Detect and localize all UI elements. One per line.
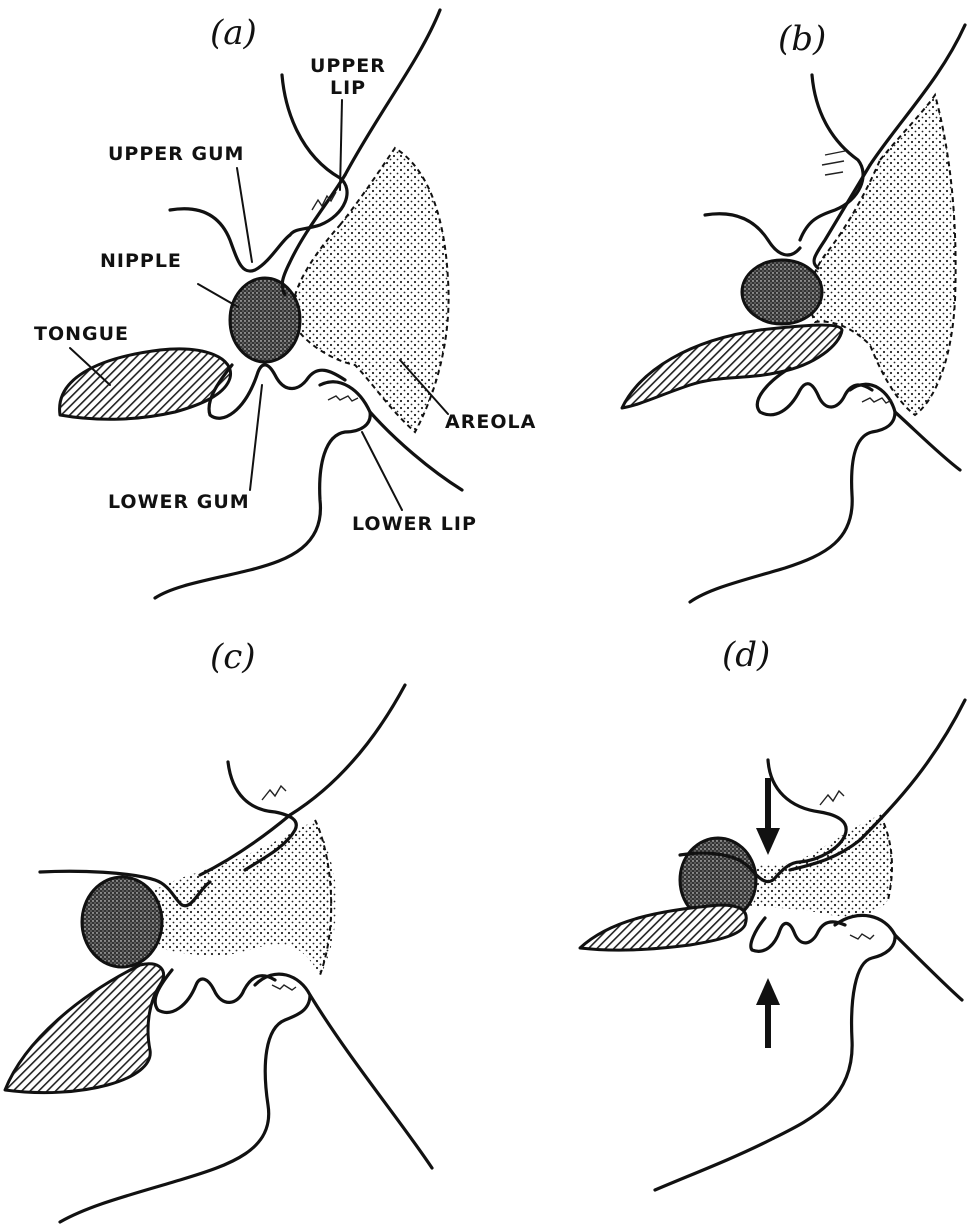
upper-lip-marks-b xyxy=(822,151,845,175)
lower-lip-leader xyxy=(362,432,402,510)
panel-b: (b) xyxy=(622,19,965,602)
upper-face-outline-c xyxy=(290,685,405,815)
lower-lip-marks-c xyxy=(272,985,296,990)
lower-gum-leader xyxy=(250,385,262,490)
upper-gum-label: UPPER GUM xyxy=(108,143,244,165)
upper-gum-outline-b xyxy=(705,214,800,255)
panel-letter-a: (a) xyxy=(210,13,257,53)
chin-breast-line-c xyxy=(310,995,432,1168)
panel-d: (d) xyxy=(580,635,965,1190)
upper-lip-marks-c xyxy=(262,786,286,800)
upper-lip-label-line2: LIP xyxy=(330,77,366,99)
upper-lip-marks-d xyxy=(820,791,844,805)
nipple-c xyxy=(82,877,162,967)
panel-c: (c) xyxy=(5,637,432,1222)
panel-letter-c: (c) xyxy=(210,637,256,677)
chin-breast-line-b xyxy=(895,412,960,470)
chin-breast-line-d xyxy=(895,935,962,1000)
lower-lip-outline-a xyxy=(155,382,370,598)
panel-a: (a) UPPER LIP UPPER GUM NIPPLE TONGUE AR… xyxy=(34,10,536,598)
upper-gum-outline-a xyxy=(170,209,290,271)
upper-gum-leader xyxy=(237,168,252,262)
areola-b xyxy=(810,95,956,415)
tongue-c xyxy=(5,964,164,1093)
tongue-b xyxy=(622,325,842,408)
panel-letter-d: (d) xyxy=(722,635,770,675)
lower-lip-marks-a xyxy=(328,396,358,401)
nipple-b xyxy=(742,260,822,324)
areola-label: AREOLA xyxy=(445,411,536,433)
lower-lip-outline-d xyxy=(655,915,895,1190)
nipple-a xyxy=(230,278,300,362)
lower-lip-label: LOWER LIP xyxy=(352,513,477,535)
tongue-d xyxy=(580,905,746,950)
lower-gum-outline-d xyxy=(751,918,845,951)
tongue-a xyxy=(60,349,231,419)
lower-gum-label: LOWER GUM xyxy=(108,491,250,513)
lower-gum-outline-c xyxy=(155,970,275,1012)
nipple-label: NIPPLE xyxy=(100,250,182,272)
panel-letter-b: (b) xyxy=(778,19,826,59)
tongue-label: TONGUE xyxy=(34,323,129,345)
upper-lip-label-line1: UPPER xyxy=(310,55,386,77)
nipple-leader xyxy=(198,284,238,307)
lower-lip-marks-d xyxy=(850,934,874,939)
upper-lip-outline-d xyxy=(768,760,846,862)
up-arrow-icon xyxy=(756,978,780,1048)
lower-lip-outline-b xyxy=(690,384,895,602)
lower-gum-outline-b xyxy=(757,368,872,415)
upper-lip-leader xyxy=(340,100,342,190)
upper-lip-outline-a xyxy=(282,75,347,235)
